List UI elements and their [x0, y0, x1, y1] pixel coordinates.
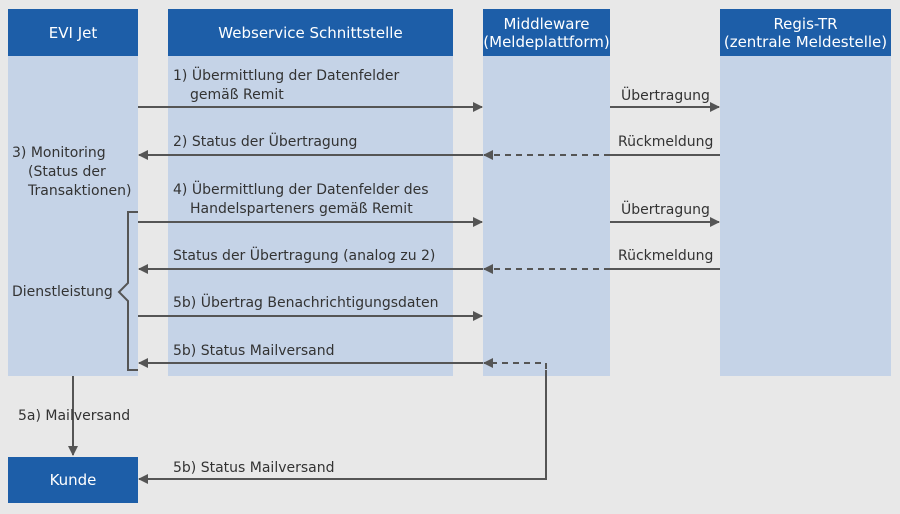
- kunde-label: Kunde: [49, 471, 97, 489]
- header-regis: Regis-TR (zentrale Meldestelle): [720, 9, 891, 56]
- arrow-5b-mail-dashed: [483, 358, 547, 479]
- label-rueckmeldung2: Rückmeldung: [618, 248, 714, 264]
- label-step2: 2) Status der Übertragung: [173, 134, 358, 150]
- label-step1-line2: gemäß Remit: [190, 87, 284, 103]
- regis-column: [720, 56, 891, 376]
- label-monitoring-line3: Transaktionen): [28, 183, 132, 199]
- header-webservice-label: Webservice Schnittstelle: [218, 23, 403, 42]
- label-step1-line1: 1) Übermittlung der Datenfelder: [173, 68, 400, 84]
- evi-jet-column: [8, 56, 138, 376]
- label-step4-line1: 4) Übermittlung der Datenfelder des: [173, 182, 429, 198]
- label-uebertragung2: Übertragung: [621, 202, 710, 218]
- webservice-column: [168, 56, 453, 376]
- header-regis-line2: (zentrale Meldestelle): [723, 32, 888, 51]
- header-middleware-line2: (Meldeplattform): [483, 32, 610, 51]
- label-5b-data: 5b) Übertrag Benachrichtigungsdaten: [173, 295, 439, 311]
- label-monitoring-line2: (Status der: [28, 164, 106, 180]
- header-regis-line1: Regis-TR: [773, 14, 838, 33]
- header-middleware: Middleware (Meldeplattform): [483, 9, 610, 56]
- middleware-column: [483, 56, 610, 376]
- kunde-box: Kunde: [8, 457, 138, 503]
- header-middleware-line1: Middleware: [503, 14, 590, 33]
- label-step4-line2: Handelsparteners gemäß Remit: [190, 201, 413, 217]
- label-mailversand: 5a) Mailversand: [18, 408, 131, 424]
- label-5b-kunde: 5b) Status Mailversand: [173, 460, 335, 476]
- label-rueckmeldung1: Rückmeldung: [618, 134, 714, 150]
- label-5b-mail: 5b) Status Mailversand: [173, 343, 335, 359]
- arrow-5b-kunde: [138, 370, 547, 484]
- header-evi-jet: EVI Jet: [8, 9, 138, 56]
- label-uebertragung1: Übertragung: [621, 88, 710, 104]
- header-webservice: Webservice Schnittstelle: [168, 9, 453, 56]
- label-monitoring-line1: 3) Monitoring: [12, 145, 106, 161]
- label-status-analog: Status der Übertragung (analog zu 2): [173, 248, 436, 264]
- dienstleistung-bracket: [117, 211, 138, 371]
- label-dienstleistung: Dienstleistung: [12, 284, 113, 300]
- header-evi-jet-label: EVI Jet: [48, 23, 98, 42]
